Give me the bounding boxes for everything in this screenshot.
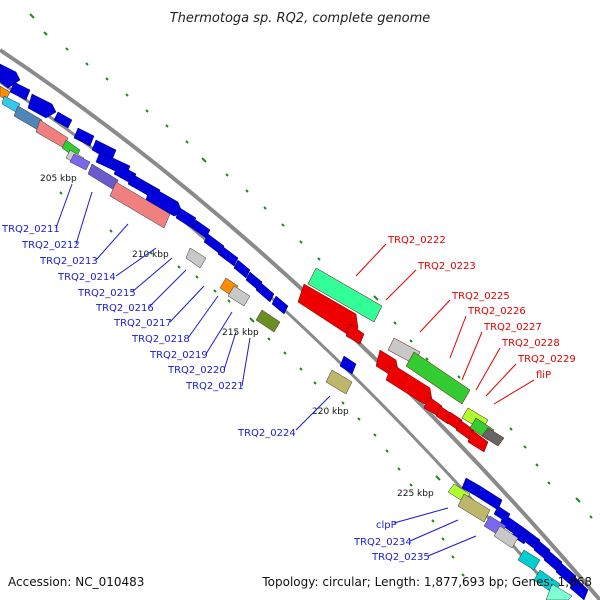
gene-label: TRQ2_0235 (371, 552, 430, 563)
gene-label: TRQ2_0225 (451, 291, 510, 302)
gene-label: TRQ2_0218 (131, 334, 190, 345)
gene-label: TRQ2_0214 (57, 272, 116, 283)
gene-label: TRQ2_0219 (149, 350, 208, 361)
gene-label: TRQ2_0226 (467, 306, 526, 317)
gene-label: TRQ2_0234 (353, 537, 412, 548)
gene-label: TRQ2_0212 (21, 240, 80, 251)
gene-label: TRQ2_0227 (483, 322, 542, 333)
right-leader-lines (355, 243, 535, 405)
reverse-strand-genes (297, 267, 505, 453)
gene-label: TRQ2_0229 (517, 354, 576, 365)
right-gene-labels: TRQ2_0222 TRQ2_0223 TRQ2_0225 TRQ2_0226 … (387, 235, 576, 381)
kbp-label: 225 kbp (397, 489, 434, 499)
gene-label: fliP (536, 370, 551, 381)
topology-text: Topology: circular; Length: 1,877,693 bp… (261, 575, 592, 589)
gene-label: TRQ2_0223 (417, 261, 476, 272)
gene-label: clpP (376, 520, 397, 531)
gene-label: TRQ2_0221 (185, 381, 244, 392)
kbp-label: 205 kbp (40, 174, 77, 184)
gene-label: TRQ2_0211 (1, 224, 60, 235)
tick-marks (29, 13, 593, 577)
kbp-label: 210 kbp (132, 250, 169, 260)
gene-label: TRQ2_0228 (501, 338, 560, 349)
left-leader-lines (55, 183, 477, 557)
gene-label: TRQ2_0224 (237, 428, 296, 439)
bottom-gene-labels: clpP TRQ2_0234 TRQ2_0235 (353, 520, 430, 563)
gene-label: TRQ2_0217 (113, 318, 172, 329)
gene-label: TRQ2_0216 (95, 303, 154, 314)
kbp-label: 220 kbp (312, 407, 349, 417)
map-title: Thermotoga sp. RQ2, complete genome (170, 11, 431, 26)
gene-label: TRQ2_0215 (77, 288, 136, 299)
left-gene-labels: TRQ2_0211 TRQ2_0212 TRQ2_0213 TRQ2_0214 … (1, 224, 296, 439)
misc-genes (0, 85, 573, 600)
forward-strand-genes (0, 63, 589, 600)
accession-text: Accession: NC_010483 (8, 575, 144, 589)
gene-label: TRQ2_0213 (39, 256, 98, 267)
kbp-label: 215 kbp (222, 328, 259, 338)
gene-label: TRQ2_0222 (387, 235, 446, 246)
kbp-labels: 205 kbp 210 kbp 215 kbp 220 kbp 225 kbp (40, 174, 434, 499)
gene-label: TRQ2_0220 (167, 365, 226, 376)
